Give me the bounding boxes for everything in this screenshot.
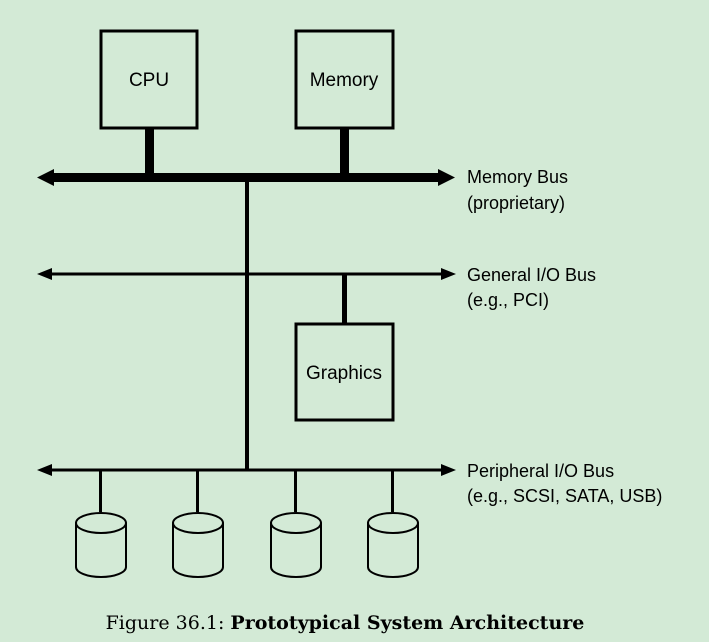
peripheral-io-bus [37, 464, 456, 476]
disk-2 [172, 470, 224, 578]
disk-4 [367, 470, 419, 578]
cpu-bus-connector [145, 128, 154, 178]
disk-1 [75, 470, 127, 578]
memory-label: Memory [310, 70, 379, 91]
memory-bus-left-arrowhead [37, 169, 54, 186]
memory-bus-label: Memory Bus [467, 167, 568, 187]
general-io-bus-label: General I/O Bus [467, 265, 596, 285]
peripheral-io-bus-right-arrowhead [441, 464, 456, 476]
figure-caption-title: Prototypical System Architecture [230, 612, 584, 634]
cpu-label: CPU [129, 70, 169, 91]
graphics-label: Graphics [306, 363, 382, 384]
bus-bridge-line [245, 178, 249, 470]
general-io-bus-left-arrowhead [37, 268, 52, 280]
memory-bus-detail: (proprietary) [467, 193, 565, 213]
graphics-box: Graphics [294, 322, 395, 422]
peripheral-io-bus-detail: (e.g., SCSI, SATA, USB) [467, 486, 662, 506]
figure-caption-prefix: Figure 36.1: [106, 612, 231, 634]
memory-bus-connector [340, 128, 349, 178]
memory-box: Memory [294, 29, 395, 130]
peripheral-io-bus-left-arrowhead [37, 464, 52, 476]
graphics-bus-connector [342, 274, 347, 324]
general-io-bus-right-arrowhead [441, 268, 456, 280]
memory-bus [37, 169, 455, 186]
peripheral-io-bus-label: Peripheral I/O Bus [467, 461, 614, 481]
general-io-bus [37, 268, 456, 280]
cpu-box: CPU [99, 29, 199, 130]
memory-bus-right-arrowhead [438, 169, 455, 186]
disk-3 [270, 470, 322, 578]
figure-caption: Figure 36.1: Prototypical System Archite… [106, 612, 585, 634]
general-io-bus-detail: (e.g., PCI) [467, 290, 549, 310]
